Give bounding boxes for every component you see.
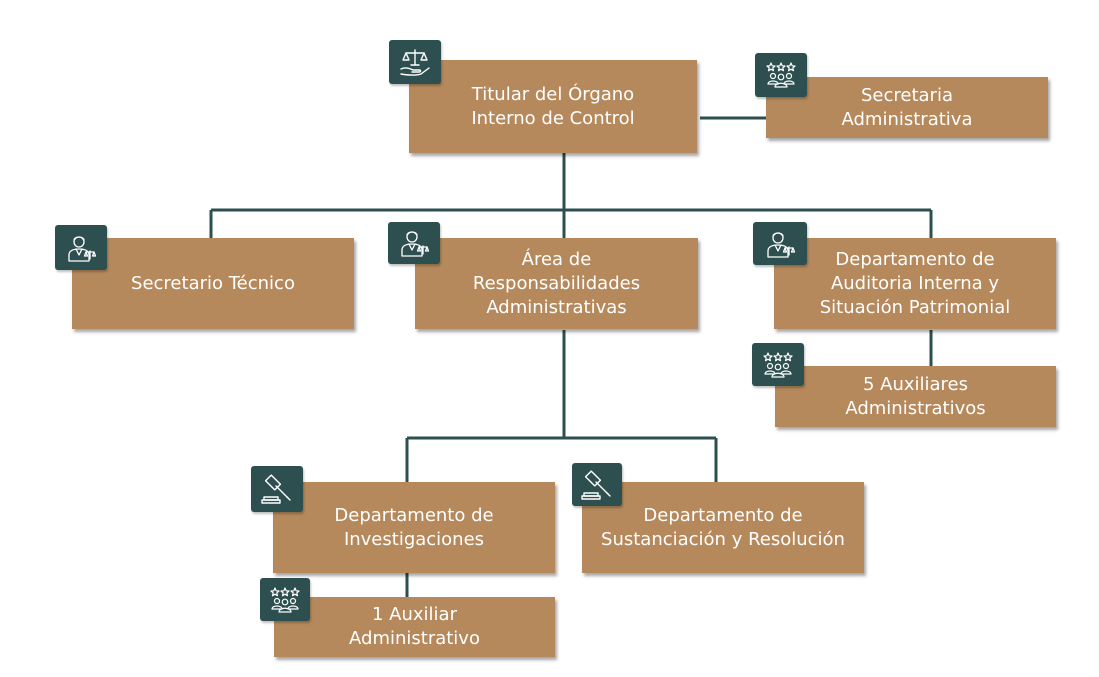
node-secretario-tecnico: Secretario Técnico [72, 238, 354, 329]
justice-scale-hand-icon [389, 40, 441, 84]
node-auxiliares-5: 5 Auxiliares Administrativos [775, 366, 1056, 427]
gavel-icon [251, 466, 303, 512]
node-auditoria-label: Departamento de Auditoria Interna y Situ… [819, 248, 1011, 318]
lawyer-icon [753, 222, 807, 265]
team-stars-icon [260, 578, 310, 621]
node-auxiliares-5-label: 5 Auxiliares Administrativos [845, 373, 986, 419]
lawyer-icon [388, 222, 440, 264]
node-secretaria-administrativa: Secretaria Administrativa [766, 77, 1048, 138]
node-auxiliar-1: 1 Auxiliar Administrativo [274, 597, 555, 657]
team-stars-icon [755, 53, 807, 97]
team-stars-icon [752, 343, 804, 386]
node-auditoria: Departamento de Auditoria Interna y Situ… [774, 238, 1056, 329]
lawyer-icon [55, 225, 107, 270]
node-sustanciacion: Departamento de Sustanciación y Resoluci… [582, 482, 864, 573]
node-auxiliar-1-label: 1 Auxiliar Administrativo [349, 604, 480, 649]
node-investigaciones-label: Departamento de Investigaciones [334, 504, 494, 550]
node-area-responsabilidades-label: Área de Responsabilidades Administrativa… [472, 248, 641, 318]
node-secretario-tecnico-label: Secretario Técnico [131, 272, 295, 294]
node-area-responsabilidades: Área de Responsabilidades Administrativa… [415, 238, 698, 329]
node-titular: Titular del Órgano Interno de Control [409, 60, 697, 153]
node-titular-label: Titular del Órgano Interno de Control [471, 83, 635, 129]
node-sustanciacion-label: Departamento de Sustanciación y Resoluci… [601, 504, 845, 550]
node-secretaria-label: Secretaria Administrativa [841, 84, 973, 130]
gavel-icon [572, 463, 622, 506]
node-investigaciones: Departamento de Investigaciones [273, 482, 555, 573]
